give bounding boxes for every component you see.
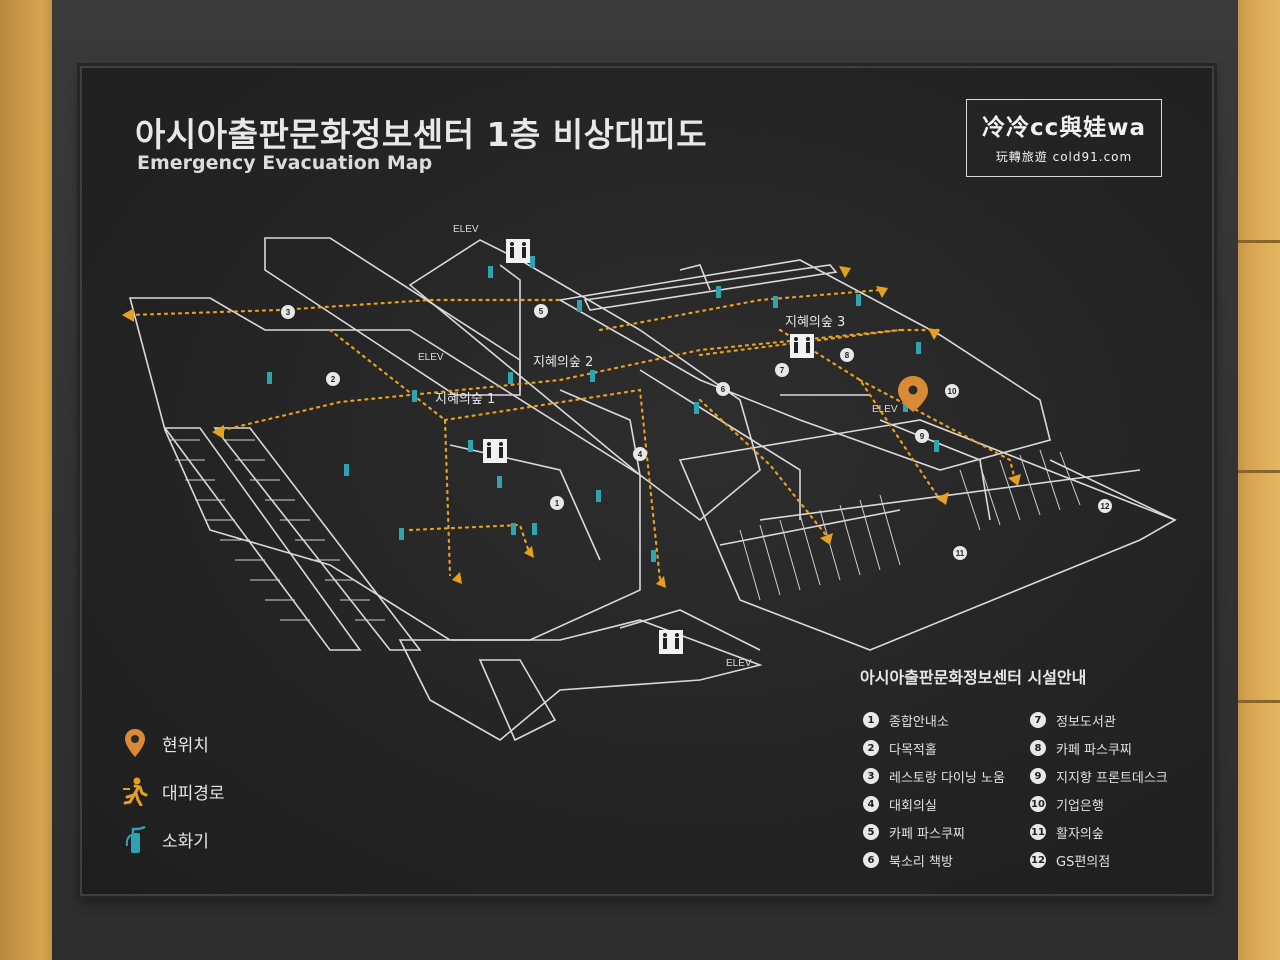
legend-label: 소화기 — [162, 831, 209, 852]
facility-number: 10 — [1030, 796, 1046, 812]
svg-text:5: 5 — [539, 307, 544, 316]
facility-number: 6 — [863, 852, 879, 868]
map-marker-5: 5 — [534, 304, 548, 318]
legend-evacuation-route: 대피경로 — [120, 776, 225, 806]
facility-number: 9 — [1030, 768, 1046, 784]
svg-text:11: 11 — [956, 549, 965, 558]
svg-text:8: 8 — [845, 351, 850, 360]
svg-text:1: 1 — [555, 499, 560, 508]
svg-text:2: 2 — [331, 375, 336, 384]
legend-current-location: 현위치 — [120, 728, 209, 758]
stair-hatching — [170, 439, 1081, 621]
fire-extinguisher-icon — [120, 824, 150, 854]
facility-item: 4 대회의실 — [863, 790, 1005, 818]
facility-name: 종합안내소 — [889, 714, 949, 730]
svg-text:7: 7 — [780, 366, 785, 375]
facility-item: 10 기업은행 — [1030, 790, 1168, 818]
map-marker-10: 10 — [945, 384, 959, 398]
facility-item: 1 종합안내소 — [863, 706, 1005, 734]
facility-guide-title: 아시아출판문화정보센터 시설안내 — [860, 668, 1087, 687]
facility-item: 6 북소리 책방 — [863, 846, 1005, 874]
facility-number: 2 — [863, 740, 879, 756]
map-marker-1: 1 — [550, 496, 564, 510]
sign-title-english: Emergency Evacuation Map — [137, 152, 433, 174]
facility-number: 4 — [863, 796, 879, 812]
map-marker-2: 2 — [326, 372, 340, 386]
route-arrows — [122, 266, 1021, 588]
facility-name: GS편의점 — [1056, 854, 1111, 870]
facility-number: 7 — [1030, 712, 1046, 728]
map-marker-4: 4 — [633, 447, 647, 461]
facility-name: 카페 파스쿠찌 — [1056, 742, 1132, 758]
facility-item: 3 레스토랑 다이닝 노움 — [863, 762, 1005, 790]
location-pin-icon — [120, 728, 150, 758]
facility-name: 대회의실 — [889, 798, 937, 814]
facility-item: 2 다목적홀 — [863, 734, 1005, 762]
map-marker-8: 8 — [840, 348, 854, 362]
restroom-icons — [483, 239, 814, 654]
map-marker-11: 11 — [953, 546, 967, 560]
zone-label-3: 지혜의숲 3 — [785, 315, 845, 330]
facility-item: 8 카페 파스쿠찌 — [1030, 734, 1168, 762]
svg-text:10: 10 — [948, 387, 957, 396]
facility-name: 기업은행 — [1056, 798, 1104, 814]
zone-labels: 지혜의숲 1 지혜의숲 2 지혜의숲 3 — [435, 315, 845, 407]
svg-text:4: 4 — [638, 450, 643, 459]
facility-number: 11 — [1030, 824, 1046, 840]
zone-label-2: 지혜의숲 2 — [533, 355, 593, 370]
facility-item: 9 지지향 프론트데스크 — [1030, 762, 1168, 790]
facility-item: 12 GS편의점 — [1030, 846, 1168, 874]
elev-label-4: ELEV — [726, 658, 752, 669]
map-marker-6: 6 — [716, 382, 730, 396]
elev-label-1: ELEV — [453, 224, 479, 235]
watermark-main: 冷冷cc與娃wa — [981, 115, 1147, 141]
evacuation-route-icon — [120, 776, 150, 806]
facility-number: 12 — [1030, 852, 1046, 868]
facility-name: 카페 파스쿠찌 — [889, 826, 965, 842]
facility-name: 북소리 책방 — [889, 854, 953, 870]
facility-name: 레스토랑 다이닝 노움 — [889, 770, 1005, 786]
facility-list-left: 1 종합안내소 2 다목적홀 3 레스토랑 다이닝 노움 4 대회의실 5 카페 파스쿠찌… — [863, 706, 1005, 874]
elev-label-3: ELEV — [872, 404, 898, 415]
facility-number: 1 — [863, 712, 879, 728]
map-marker-12: 12 — [1098, 499, 1112, 513]
facility-markers: 1 2 3 4 5 6 7 8 9 10 11 12 — [281, 304, 1112, 560]
legend-label: 대피경로 — [162, 783, 225, 804]
svg-text:9: 9 — [920, 432, 925, 441]
map-marker-3: 3 — [281, 305, 295, 319]
evacuation-routes — [128, 288, 1017, 582]
elevator-labels: ELEV ELEV ELEV ELEV — [418, 224, 898, 669]
facility-name: 다목적홀 — [889, 742, 937, 758]
fire-extinguishers — [267, 256, 939, 562]
facility-number: 5 — [863, 824, 879, 840]
watermark-box: 冷冷cc與娃wa 玩轉旅遊 cold91.com — [966, 99, 1162, 177]
facility-number: 8 — [1030, 740, 1046, 756]
current-location-icon — [898, 376, 928, 412]
facility-name: 활자의숲 — [1056, 826, 1104, 842]
sign-title-korean: 아시아출판문화정보센터 1층 비상대피도 — [135, 115, 708, 154]
facility-item: 5 카페 파스쿠찌 — [863, 818, 1005, 846]
facility-list-right: 7 정보도서관 8 카페 파스쿠찌 9 지지향 프론트데스크 10 기업은행 11 활자의… — [1030, 706, 1168, 874]
facility-name: 정보도서관 — [1056, 714, 1116, 730]
map-marker-9: 9 — [915, 429, 929, 443]
facility-item: 11 활자의숲 — [1030, 818, 1168, 846]
map-marker-7: 7 — [775, 363, 789, 377]
facility-item: 7 정보도서관 — [1030, 706, 1168, 734]
legend-label: 현위치 — [162, 735, 209, 756]
zone-label-1: 지혜의숲 1 — [435, 392, 495, 407]
svg-text:3: 3 — [286, 308, 291, 317]
facility-number: 3 — [863, 768, 879, 784]
watermark-sub: 玩轉旅遊 cold91.com — [995, 150, 1133, 164]
svg-text:6: 6 — [721, 385, 726, 394]
legend-fire-extinguisher: 소화기 — [120, 824, 209, 854]
facility-name: 지지향 프론트데스크 — [1056, 770, 1168, 786]
svg-text:12: 12 — [1101, 502, 1110, 511]
elev-label-2: ELEV — [418, 352, 444, 363]
